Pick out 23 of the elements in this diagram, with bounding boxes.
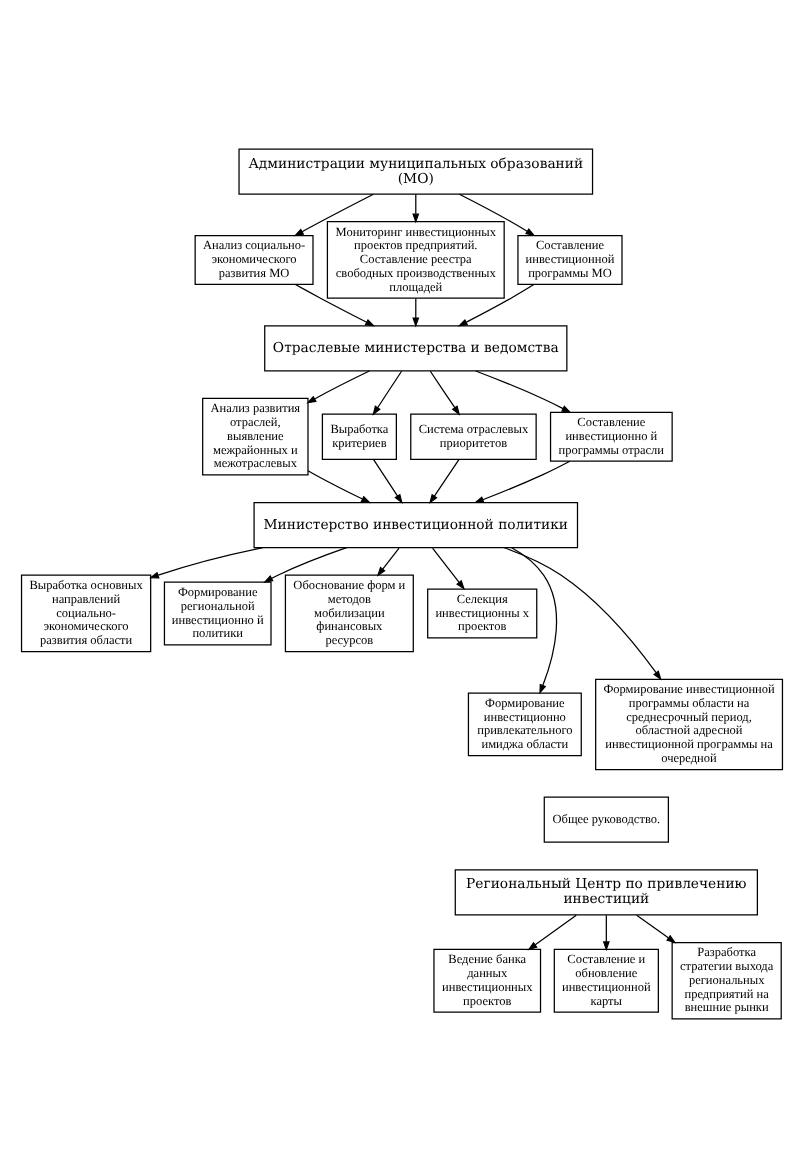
arrow <box>503 547 662 681</box>
arrow <box>527 914 577 951</box>
arrow <box>376 547 400 577</box>
arrow <box>636 914 677 944</box>
arrow <box>412 193 420 224</box>
arrow <box>149 547 264 579</box>
arrow <box>473 460 571 504</box>
arrow <box>412 298 420 328</box>
arrow <box>372 370 403 416</box>
arrow <box>429 370 461 416</box>
arrow <box>458 193 536 237</box>
arrow <box>475 370 572 413</box>
arrow <box>294 283 376 327</box>
arrow <box>307 470 372 504</box>
arrow <box>263 547 348 583</box>
arrow <box>431 547 465 590</box>
arrow <box>306 370 370 404</box>
arrow <box>511 547 558 695</box>
arrow <box>373 459 403 505</box>
arrow <box>429 459 460 505</box>
arrow <box>602 914 610 952</box>
arrow <box>457 283 535 327</box>
arrow <box>293 193 375 237</box>
